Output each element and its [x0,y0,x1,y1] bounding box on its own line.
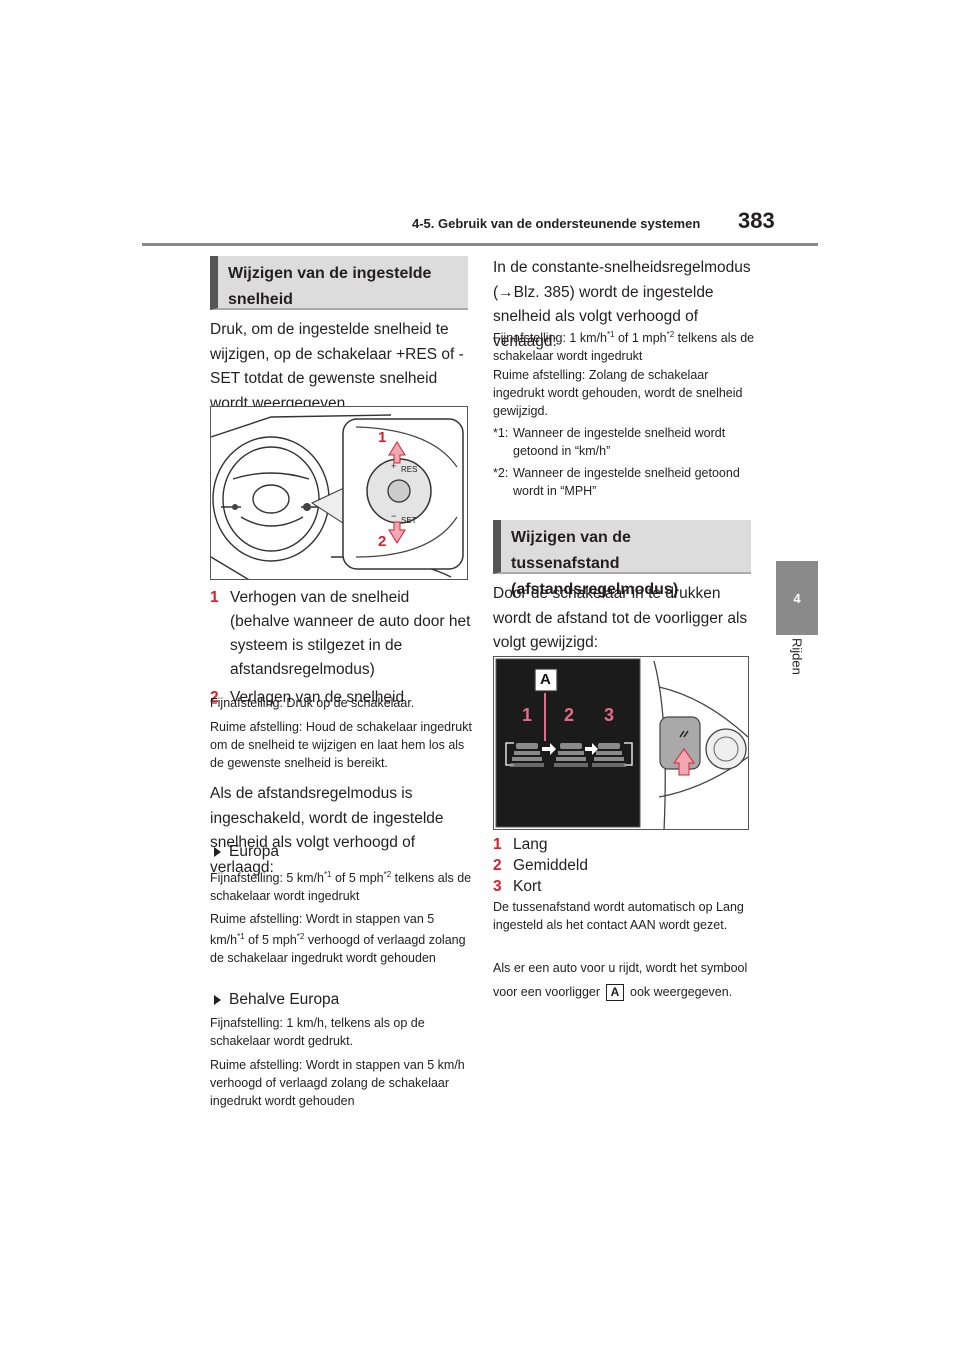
fine-adjust-text: Fijnafstelling: Druk op de schakelaar. [210,696,415,710]
distance-mode-text: Als de afstandsregelmodus is ingeschakel… [210,785,444,876]
list-item: 3 Kort [493,876,755,897]
text-part: Ruime afstelling: Wordt in stappen van 5… [210,912,435,948]
item-number: 2 [210,689,219,706]
distance-intro-text: Door de schakelaar in te drukken wordt d… [493,585,748,651]
res-label: RES [401,465,418,474]
text-part: Fijnafstelling: 5 km/h [210,871,324,886]
footnote-text: Wanneer de ingestelde snelheid wordt get… [513,426,726,458]
callout-2: 2 [378,533,387,550]
list-item: 1 Verhogen van de snelheid (behalve wann… [210,586,472,682]
text-part: of 1 mph [614,331,667,346]
intro-text: Druk, om de ingestelde snelheid te wijzi… [210,321,464,412]
constant-mode-text: In de constante-snelheidsregelmodus (→Bl… [493,259,751,350]
triangle-bullet-icon [214,846,221,857]
page-number: 383 [738,208,775,233]
list-item: 2 Verlagen van de snelheid [210,686,472,710]
footnote-ref: *2 [383,870,392,879]
distance-switch-figure: A 1 2 3 [493,656,749,830]
heading-change-set-speed: Wijzigen van de ingestelde snelheid [210,256,468,310]
footnote-ref: *2 [296,932,305,941]
item-text: Verhogen van de snelheid (behalve wannee… [230,589,471,678]
label-a-badge: A [606,984,625,1002]
item-number: 3 [493,878,502,895]
chapter-tab: 4 [776,561,818,635]
const-coarse-text: Ruime afstelling: Zolang de schakelaar i… [493,368,743,418]
footnote-mark: *1: [493,426,509,440]
list-item: 2 Gemiddeld [493,855,755,876]
text-part: verhoogd of verlaagd zolang de schakelaa… [210,933,466,966]
item-number: 1 [493,836,502,853]
list-item: 1 Lang [493,834,755,855]
item-text: Verlagen van de snelheid [230,689,405,706]
text-part: Fijnafstelling: 1 km/h [493,331,607,346]
item-text: Kort [513,878,542,895]
footnote-1: *1: Wanneer de ingestelde snelheid wordt… [493,424,755,460]
text-part: of 5 mph [244,933,297,948]
preceding-vehicle-note: Als er een auto voor u rijdt, wordt het … [493,956,755,1004]
header-divider [142,243,818,246]
level-3: 3 [604,705,615,725]
chapter-label: Rijden [789,637,805,675]
triangle-bullet-icon [214,994,221,1005]
steering-switch-figure: + − RES SET 1 2 [210,406,468,580]
footnote-ref: *1 [606,330,615,339]
level-1: 1 [522,705,533,725]
non-europe-coarse-text: Ruime afstelling: Wordt in stappen van 5… [210,1058,465,1108]
footnote-ref: *1 [237,932,245,941]
auto-distance-note: De tussenafstand wordt automatisch op La… [493,900,744,932]
footnote-ref: *2 [666,330,675,339]
non-europe-fine-text: Fijnafstelling: 1 km/h, telkens als op d… [210,1016,425,1048]
coarse-adjust-text: Ruime afstelling: Houd de schakelaar ing… [210,720,472,770]
text-part: telkens als de schakelaar wordt ingedruk… [493,331,755,364]
text-part: of 5 mph [331,871,384,886]
heading-change-distance: Wijzigen van de tussenafstand (afstandsr… [493,520,751,598]
europe-coarse-text: Ruime afstelling: Wordt in stappen van 5… [210,910,472,967]
europe-heading: Europa [214,840,279,865]
text-part: Als er een auto voor u rijdt, wordt het … [493,961,748,999]
non-europe-heading: Behalve Europa [214,988,339,1013]
non-europe-label: Behalve Europa [229,991,340,1008]
footnote-mark: *2: [493,466,509,480]
footnote-2: *2: Wanneer de ingestelde snelheid getoo… [493,464,755,500]
callout-1: 1 [378,429,387,446]
item-number: 2 [493,857,502,874]
set-label: SET [401,516,417,525]
label-a: A [540,671,551,688]
speed-items-list: 1 Verhogen van de snelheid (behalve wann… [210,586,472,710]
item-number: 1 [210,589,219,606]
europe-fine-text: Fijnafstelling: 5 km/h*1 of 5 mph*2 telk… [210,866,472,905]
footnote-ref: *1 [323,870,332,879]
level-2: 2 [564,705,575,725]
distance-display-illustration [495,658,748,829]
chapter-number: 4 [793,590,801,606]
item-text: Lang [513,836,548,853]
text-part: telkens als de schakelaar wordt ingedruk… [210,871,472,904]
steering-wheel-illustration: + − [211,414,464,579]
item-text: Gemiddeld [513,857,588,874]
europe-label: Europa [229,843,279,860]
text-part: ook weergegeven. [630,985,733,999]
const-fine-text: Fijnafstelling: 1 km/h*1 of 1 mph*2 telk… [493,326,755,365]
section-title: 4-5. Gebruik van de ondersteunende syste… [412,216,701,231]
svg-text:+: + [391,461,396,471]
distance-items-list: 1 Lang 2 Gemiddeld 3 Kort [493,834,755,897]
footnote-text: Wanneer de ingestelde snelheid getoond w… [513,466,740,498]
svg-text:−: − [391,511,396,521]
